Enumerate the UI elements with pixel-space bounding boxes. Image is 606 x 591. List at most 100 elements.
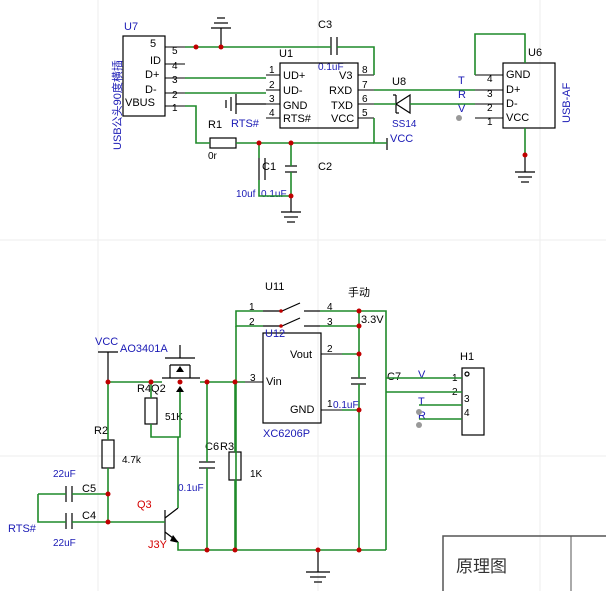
resistor-r2[interactable]: R2 4.7k [94,425,142,469]
net-label-v-top: V [458,103,466,115]
net-label-vcc-top: VCC [390,133,413,145]
u1-pin-udminus: UD- [283,85,303,97]
u12-name: XC6206P [263,428,310,440]
u12-pin-vin: Vin [266,376,282,388]
r2-value: 4.7k [122,455,142,466]
u1-pin-udplus: UD+ [283,70,305,82]
ground-u1-icon [225,94,266,114]
capacitor-c7[interactable]: C7 0.1uF [333,371,401,411]
ground-c1c2-icon [281,196,301,223]
u7-num-2: 2 [172,90,178,101]
capacitor-c1[interactable]: C1 10uf [236,158,276,200]
top-wires [185,33,526,197]
c1-value: 10uf [236,189,256,200]
u7-num-5: 5 [172,46,178,57]
q3-ref: Q3 [137,499,152,511]
net-label-t-bottom: T [418,396,425,408]
u12-num-2: 2 [327,344,333,355]
u1-num-4: 4 [269,108,275,119]
u1-ref: U1 [279,48,293,60]
u1-pin-rts: RTS# [283,113,312,125]
u12-num-1: 1 [327,399,333,410]
u12-ldo-regulator[interactable]: U12 XC6206P Vout Vin GND 2 3 1 [245,328,342,440]
h1-num-3: 3 [464,394,470,405]
r1-value: 0r [208,151,218,162]
c3-ref: C3 [318,19,332,31]
r3-value: 1K [250,469,263,480]
bottom-junctions [105,308,362,553]
c1-ref: C1 [262,161,276,173]
resistor-r4[interactable]: R4Q2 51K [137,383,183,425]
u11-ref: U11 [265,281,284,293]
top-junctions [193,44,528,199]
u12-num-3: 3 [250,373,256,384]
mosfet-ao3401a[interactable]: AO3401A [120,343,200,392]
c6-ref: C6 [205,441,219,453]
u6-usb-socket[interactable]: U6 USB-AF GND D+ D- VCC 4 3 2 1 [475,47,573,129]
u1-pin-gnd: GND [283,100,308,112]
u6-pin-dminus: D- [506,98,518,110]
u12-pin-vout: Vout [290,349,312,361]
u7-pin-dplus: D+ [145,69,159,81]
capacitor-c3[interactable]: C3 0.1uF [318,19,344,73]
transistor-q3[interactable]: Q3 J3Y [137,499,179,551]
u1-num-1: 1 [269,65,275,76]
switch-u11[interactable]: U11 1 2 4 3 [249,281,333,328]
u1-num-6: 6 [362,94,368,105]
c4-value: 22uF [53,538,76,549]
h1-num-4: 4 [464,408,470,419]
u1-pin-vcc: VCC [331,113,354,125]
c7-ref: C7 [387,371,401,383]
sheet-title: 原理图 [456,557,507,577]
u6-name: USB-AF [561,82,573,123]
u7-pin-vbus: VBUS [125,97,155,109]
u11-num-4: 4 [327,302,333,313]
q3-value: J3Y [148,539,168,551]
c3-value: 0.1uF [318,62,344,73]
net-label-rts-bottom: RTS# [8,523,37,535]
c4-ref: C4 [82,510,96,522]
u6-ref: U6 [528,47,542,59]
capacitor-c4[interactable]: C4 22uF [53,510,96,549]
c2-ref: C2 [318,161,332,173]
u7-num-3: 3 [172,75,178,86]
u1-num-3: 3 [269,94,275,105]
r1-ref: R1 [208,119,222,131]
net-label-3v3: 3.3V [361,314,384,326]
u6-num-4: 4 [487,74,493,85]
vcc-bottom-icon [98,351,118,382]
ground-u6-icon [515,155,535,183]
c2-value: 0.1uF [261,189,287,200]
u7-num-1: 1 [172,103,178,114]
u1-usb-uart-chip[interactable]: U1 UD+ UD- GND RTS# V3 RXD TXD VCC 1 2 3… [266,48,374,129]
r4-value: 51K [165,412,183,423]
u6-pin-gnd: GND [506,69,531,81]
net-label-r-bottom: R [418,410,426,422]
c5-value: 22uF [53,469,76,480]
header-h1[interactable]: H1 1 2 3 4 [452,351,485,436]
capacitor-c5[interactable]: C5 22uF [53,469,96,502]
u7-num-4: 4 [172,61,178,72]
u6-num-1: 1 [487,117,493,128]
diode-u8[interactable]: U8 SS14 [392,76,417,130]
u8-value: SS14 [392,119,417,130]
title-block: 原理图 [442,535,606,591]
net-end-marker [456,115,462,121]
net-label-manual: 手动 [348,285,370,299]
u7-usb-plug[interactable]: U7 USB公头90度横插 5 ID D+ D- VBUS 5 4 3 2 1 [110,21,185,150]
u1-pin-v3: V3 [339,70,352,82]
u11-num-1: 1 [249,302,255,313]
net-label-v-bottom: V [418,369,426,381]
header-net-marker-r [416,422,422,428]
u7-pin-dminus: D- [145,84,157,96]
u7-pin-id: ID [150,55,161,67]
h1-ref: H1 [460,351,474,363]
resistor-r3[interactable]: R3 1K [220,441,263,481]
u11-num-3: 3 [327,317,333,328]
u1-num-5: 5 [362,108,368,119]
capacitor-c6[interactable]: C6 0.1uF [178,441,219,494]
header-net-marker-t [416,409,422,415]
u7-name: USB公头90度横插 [110,60,124,150]
